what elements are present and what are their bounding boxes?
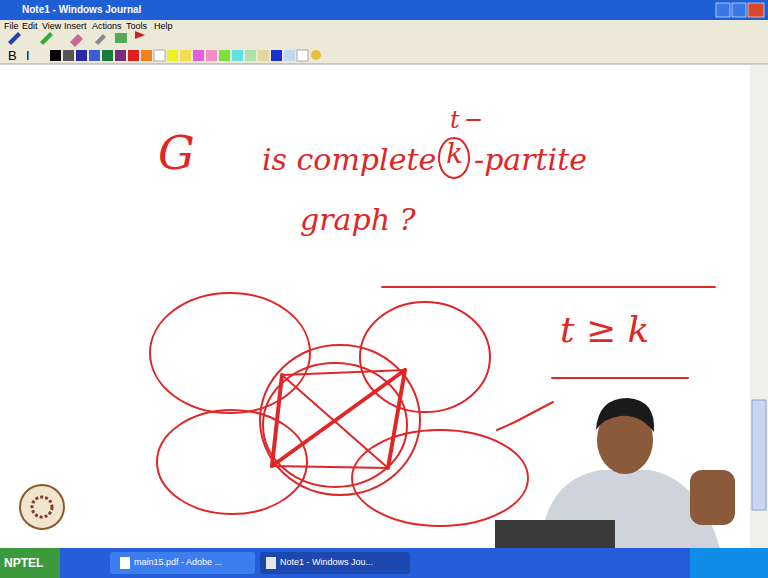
- channel-logo: NPTEL: [4, 557, 43, 569]
- bold-button: B: [8, 49, 17, 62]
- taskbar-item: main15.pdf - Adobe ...: [134, 558, 222, 567]
- toolbar-area: [0, 20, 768, 64]
- menu-item: Help: [154, 22, 173, 31]
- color-palette: [50, 50, 321, 61]
- handwritten-text: k: [446, 140, 463, 168]
- presenter-video: [495, 398, 735, 548]
- start-area: [0, 548, 60, 578]
- close-button: [748, 3, 764, 17]
- task-button: [110, 552, 255, 574]
- taskbar: [0, 548, 768, 578]
- window-button: [732, 3, 746, 17]
- window-button: [716, 3, 730, 17]
- window-title: Note1 - Windows Journal: [22, 5, 141, 15]
- scrollbar: [750, 65, 768, 548]
- menu-item: Actions: [92, 22, 122, 31]
- handwritten-text: t: [450, 108, 460, 132]
- handwritten-text: graph ?: [300, 205, 416, 235]
- handwritten-text: is complete: [262, 145, 436, 175]
- menu-item: File: [4, 22, 19, 31]
- handwritten-strokes: [150, 120, 715, 526]
- scroll-thumb: [752, 400, 766, 510]
- handwritten-text: -partite: [474, 145, 587, 175]
- task-button: [260, 552, 410, 574]
- italic-button: I: [26, 49, 30, 62]
- task-icon: [266, 557, 276, 569]
- tray: [690, 548, 768, 578]
- menu-item: View: [42, 22, 61, 31]
- handwritten-text: G: [158, 130, 195, 176]
- nptel-logo: [20, 485, 64, 529]
- taskbar-item: Note1 - Windows Jou...: [280, 558, 373, 567]
- menu-item: Tools: [126, 22, 147, 31]
- toolbar-border: [0, 64, 768, 65]
- handwritten-text: t ≥ k: [560, 312, 649, 348]
- pen-tools: [8, 31, 145, 47]
- title-bar: [0, 0, 768, 20]
- menu-item: Edit: [22, 22, 38, 31]
- task-icon: [120, 557, 130, 569]
- menu-item: Insert: [64, 22, 87, 31]
